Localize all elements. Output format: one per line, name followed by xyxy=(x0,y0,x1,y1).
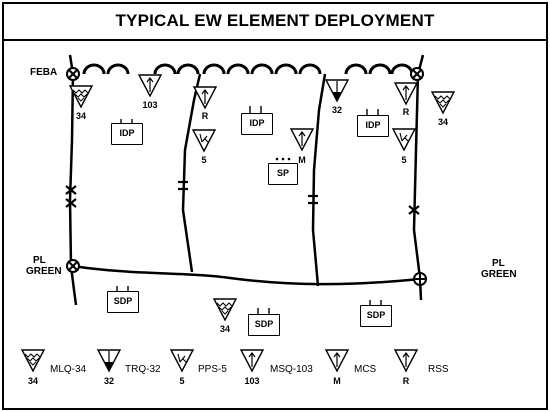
pps5-label: 5 xyxy=(201,155,207,165)
sdp-box: SDP xyxy=(107,291,139,313)
idp-box: IDP xyxy=(357,115,389,137)
feba-label: FEBA xyxy=(30,67,58,78)
legend-rss-code: R xyxy=(402,376,410,386)
msq103-label: 103 xyxy=(142,100,158,110)
mcs-label: M xyxy=(298,155,306,165)
sp-dots xyxy=(275,157,291,161)
legend-trq32-name: TRQ-32 xyxy=(125,364,161,375)
rss-label: R xyxy=(201,111,209,121)
legend-rss-name: RSS xyxy=(428,364,449,375)
inner-boundary-1 xyxy=(181,73,202,273)
mlq34-icon xyxy=(213,298,237,321)
right-boundary xyxy=(412,54,425,301)
idp-box: IDP xyxy=(111,123,143,145)
legend-msq103-code: 103 xyxy=(244,376,260,386)
idp-box: IDP xyxy=(241,113,273,135)
pl-green-right-point xyxy=(413,272,427,286)
legend-trq32-icon xyxy=(97,349,121,372)
legend-trq32-code: 32 xyxy=(103,376,114,386)
mlq34-icon xyxy=(431,91,455,114)
legend-msq103-icon xyxy=(240,349,264,372)
pl-green-right-label-1: PL xyxy=(492,258,505,269)
boundary-ticks xyxy=(65,180,420,215)
mlq34-label: 34 xyxy=(437,117,448,127)
pps5-icon xyxy=(392,128,416,151)
pps5-label: 5 xyxy=(401,155,407,165)
pl-green-line xyxy=(72,264,421,286)
legend-rss-icon xyxy=(394,349,418,372)
sdp-box: SDP xyxy=(248,314,280,336)
diagram-title: TYPICAL EW ELEMENT DEPLOYMENT xyxy=(115,11,435,30)
trq32-label: 32 xyxy=(331,105,342,115)
sdp-box: SDP xyxy=(360,305,392,327)
legend-pps5-icon xyxy=(170,349,194,372)
legend-pps5-name: PPS-5 xyxy=(198,364,227,375)
msq103-icon xyxy=(138,74,162,97)
legend-mlq34-name: MLQ-34 xyxy=(50,364,87,375)
legend-mcs-icon xyxy=(325,349,349,372)
feba-left-point xyxy=(66,67,80,81)
legend-pps5-code: 5 xyxy=(179,376,185,386)
feba-line xyxy=(82,63,414,75)
sp-box: SP xyxy=(268,163,298,185)
pps5-icon xyxy=(192,129,216,152)
pl-green-left-label-1: PL xyxy=(33,255,46,266)
rss-icon xyxy=(193,86,217,109)
rss-icon xyxy=(394,82,418,105)
pl-green-left-label-2: GREEN xyxy=(26,266,62,277)
legend-mlq34-code: 34 xyxy=(27,376,38,386)
mlq34-label: 34 xyxy=(75,111,86,121)
feba-right-point xyxy=(410,67,424,81)
rss-label: R xyxy=(402,107,410,117)
legend-mcs-code: M xyxy=(333,376,341,386)
pl-green-right-label-2: GREEN xyxy=(481,269,517,280)
trq32-icon xyxy=(325,79,349,102)
legend-mlq34-icon xyxy=(21,349,45,372)
legend-mcs-name: MCS xyxy=(354,364,377,375)
mlq34-label: 34 xyxy=(219,324,230,334)
pl-green-left-point xyxy=(66,259,80,273)
legend-msq103-name: MSQ-103 xyxy=(270,364,313,375)
inner-boundary-2 xyxy=(311,73,327,287)
mcs-icon xyxy=(290,128,314,151)
